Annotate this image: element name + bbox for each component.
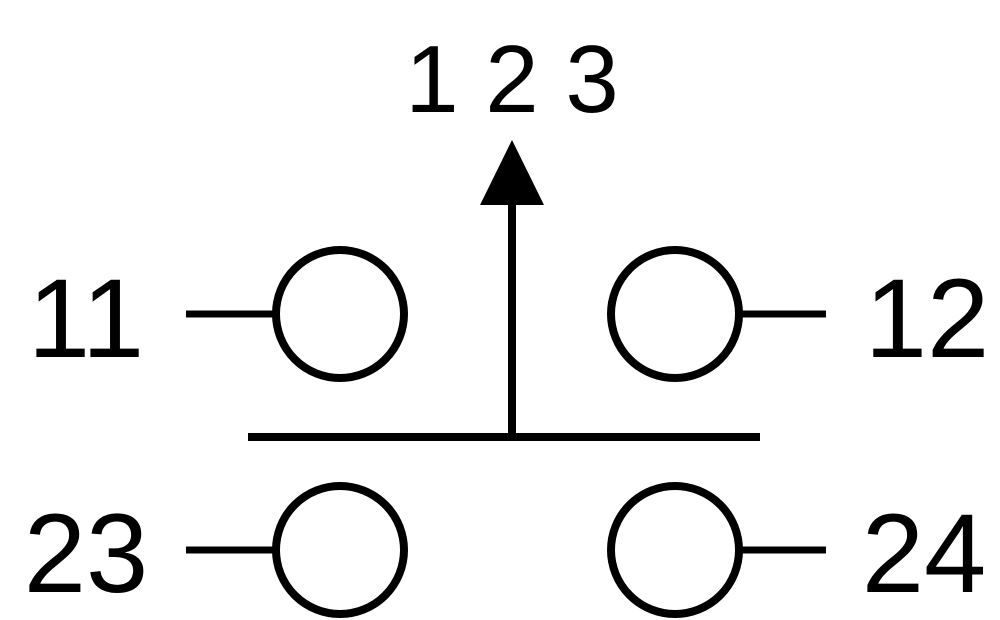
terminal-circle-24 bbox=[607, 482, 743, 618]
terminal-circle-11 bbox=[272, 246, 408, 382]
terminal-label-12: 12 bbox=[865, 256, 990, 381]
terminal-label-24: 24 bbox=[862, 491, 987, 616]
terminal-circle-12 bbox=[607, 246, 743, 382]
arrow-head bbox=[480, 140, 544, 205]
terminal-circle-23 bbox=[272, 482, 408, 618]
position-label: 1 2 3 bbox=[405, 26, 619, 133]
terminal-label-23: 23 bbox=[24, 491, 149, 616]
terminal-label-11: 11 bbox=[28, 256, 144, 381]
